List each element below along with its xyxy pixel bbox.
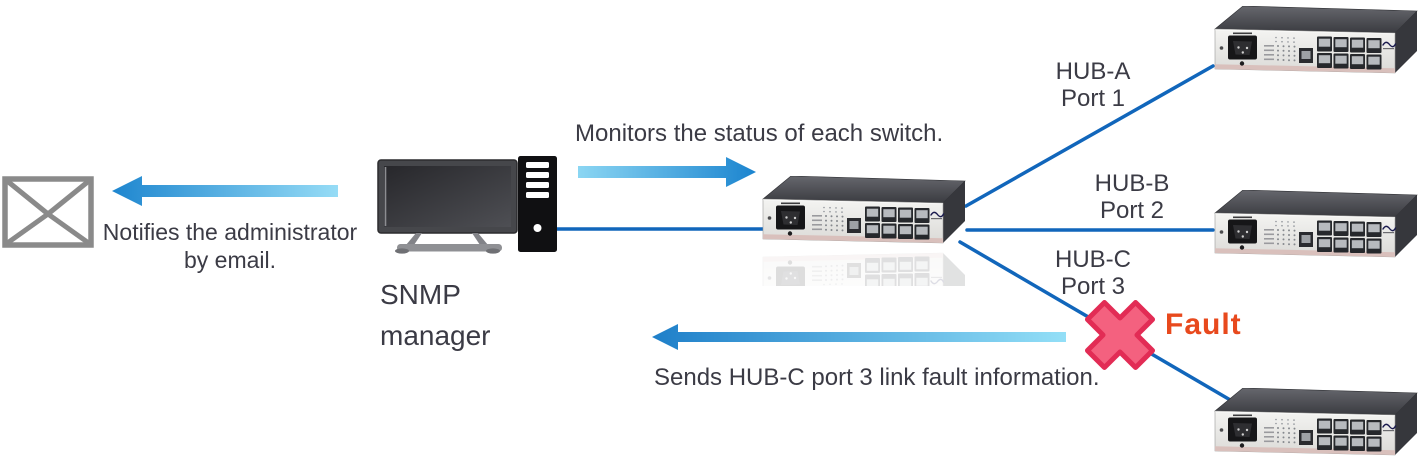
fault-label: Fault (1165, 308, 1242, 341)
x-cross-shape (1084, 299, 1156, 371)
hub-c-name: HUB-C (1055, 246, 1131, 273)
envelope-icon (2, 176, 94, 248)
snmp-label-line2: manager (380, 320, 491, 351)
hub-b-port: Port 2 (1099, 197, 1165, 224)
central-switch-image (762, 176, 966, 286)
arrow-left-email-icon (112, 176, 338, 206)
email-note-line2: by email. (183, 247, 277, 273)
hub-b-switch-image (1214, 190, 1418, 258)
x-cross-icon (1084, 299, 1156, 371)
hub-a-label: HUB-A Port 1 (1023, 58, 1163, 112)
hub-c-switch-image (1214, 388, 1418, 456)
arrow-left-fault-icon (652, 324, 1066, 350)
fault-note: Sends HUB-C port 3 link fault informatio… (654, 364, 1100, 391)
link-switch-to-hub-a (964, 64, 1215, 208)
hub-c-port: Port 3 (1060, 273, 1126, 300)
hub-a-name: HUB-A (1055, 58, 1131, 85)
hub-b-name: HUB-B (1094, 170, 1170, 197)
email-note: Notifies the administrator by email. (96, 218, 364, 274)
snmp-manager-label: SNMP manager (380, 274, 491, 356)
hub-a-port: Port 1 (1060, 85, 1126, 112)
hub-b-label: HUB-B Port 2 (1062, 170, 1202, 224)
monitor-note: Monitors the status of each switch. (575, 120, 944, 147)
monitor-and-tower-icon (377, 156, 557, 254)
arrow-right-monitor-icon (578, 157, 756, 187)
hub-a-switch-image (1214, 6, 1418, 74)
email-note-line1: Notifies the administrator (102, 219, 358, 245)
hub-c-label: HUB-C Port 3 (1023, 246, 1163, 300)
snmp-label-line1: SNMP (380, 279, 461, 310)
